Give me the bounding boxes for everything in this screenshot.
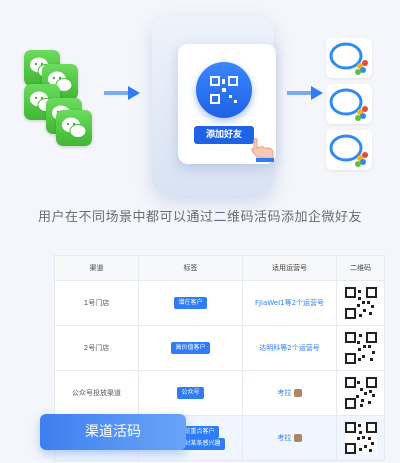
table-row[interactable]: 2号门店 高价值客户 达明科等2个运营号 — [54, 325, 385, 371]
wecom-icon — [326, 38, 372, 78]
qr-cell — [336, 370, 385, 416]
operator-cell: FJiaWeI1等2个运营号 — [242, 280, 337, 326]
qr-code-thumbnail[interactable] — [344, 332, 377, 364]
operator-link[interactable]: FJiaWeI1等2个运营号 — [254, 299, 325, 307]
tag-cell: 高价值客户 — [138, 325, 243, 371]
column-header-operator: 适用运营号 — [242, 255, 337, 281]
qr-circle — [196, 62, 252, 118]
wechat-icon-stack — [24, 50, 96, 146]
tag-badge: 公众号 — [177, 387, 204, 399]
channel-cell: 1号门店 — [54, 280, 139, 326]
qr-code-thumbnail[interactable] — [344, 422, 377, 454]
column-header-channel: 渠道 — [54, 255, 139, 281]
table-row[interactable]: 1号门店 潜在客户 FJiaWeI1等2个运营号 — [54, 280, 385, 326]
qr-code-icon — [210, 76, 238, 104]
channel-cell: 2号门店 — [54, 325, 139, 371]
wecom-icon-stack — [326, 38, 374, 170]
qr-cell — [336, 415, 385, 461]
hero-illustration: 添加好友 — [0, 0, 400, 200]
wecom-icon — [326, 130, 372, 170]
qr-cell — [336, 325, 385, 371]
tag-cell: 潜在客户 — [138, 280, 243, 326]
hand-pointer-icon — [251, 138, 274, 162]
tagline: 用户在不同场景中都可以通过二维码活码添加企微好友 — [37, 210, 362, 225]
table-header-row: 渠道 标签 适用运营号 二维码 — [54, 255, 385, 281]
column-header-qrcode: 二维码 — [336, 255, 385, 281]
tag-badge: 高价值客户 — [171, 342, 210, 354]
wechat-icon — [56, 110, 92, 146]
operator-link[interactable]: 考拉 — [277, 389, 292, 397]
operator-link[interactable]: 达明科等2个运营号 — [259, 344, 320, 352]
tag-cell: 公众号 — [138, 370, 243, 416]
qr-cell — [336, 280, 385, 326]
arrow-right-icon — [104, 86, 140, 100]
channel-code-button[interactable]: 渠道活码 — [40, 414, 186, 450]
column-header-tag: 标签 — [138, 255, 243, 281]
wecom-icon — [326, 84, 372, 124]
operator-cell: 达明科等2个运营号 — [242, 325, 337, 371]
table-row[interactable]: 公众号投放渠道 公众号 考拉 — [54, 370, 385, 416]
channel-cell: 公众号投放渠道 — [54, 370, 139, 416]
channel-code-table: 渠道 标签 适用运营号 二维码 1号门店 潜在客户 FJiaWeI1等2个运营号 — [54, 255, 385, 461]
arrow-right-icon — [287, 86, 323, 100]
qr-code-thumbnail[interactable] — [344, 377, 377, 409]
avatar — [293, 389, 302, 397]
operator-link[interactable]: 考拉 — [277, 434, 292, 442]
operator-cell: 考拉 — [242, 370, 337, 416]
qr-code-thumbnail[interactable] — [344, 287, 377, 319]
tag-badge: 潜在客户 — [174, 297, 207, 309]
avatar — [293, 434, 302, 442]
add-friend-button: 添加好友 — [194, 126, 254, 144]
operator-cell: 考拉 — [242, 415, 337, 461]
